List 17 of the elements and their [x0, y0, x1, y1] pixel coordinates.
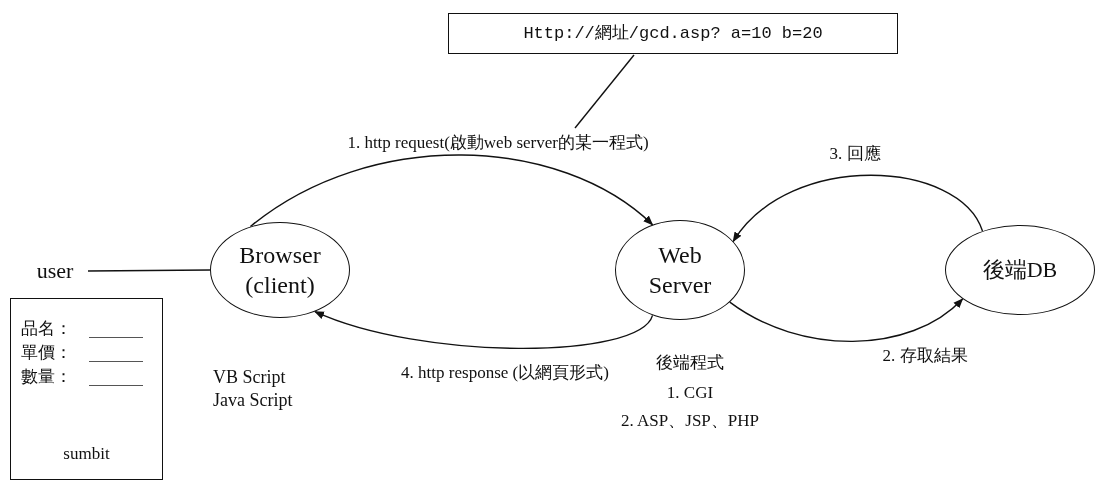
curved-arrow [314, 310, 654, 350]
leader-line [574, 54, 635, 129]
url-box [448, 13, 898, 54]
field-label: 品名： [21, 318, 72, 340]
field-label: 單價： [21, 342, 72, 364]
curved-arrow [732, 174, 984, 243]
node-label: Browser (client) [238, 241, 322, 300]
connector-line [87, 269, 211, 272]
form-panel [10, 298, 163, 480]
node-label: 後端DB [981, 256, 1059, 284]
submit-text: sumbit [62, 444, 111, 464]
curved-arrow [249, 154, 654, 228]
field-label: 數量： [21, 366, 72, 388]
curved-arrow [729, 298, 964, 343]
node-label: Web Server [647, 241, 713, 300]
user-label: user [36, 257, 74, 285]
url-text: Http://網址/gcd.asp? a=10 b=20 [523, 22, 823, 45]
